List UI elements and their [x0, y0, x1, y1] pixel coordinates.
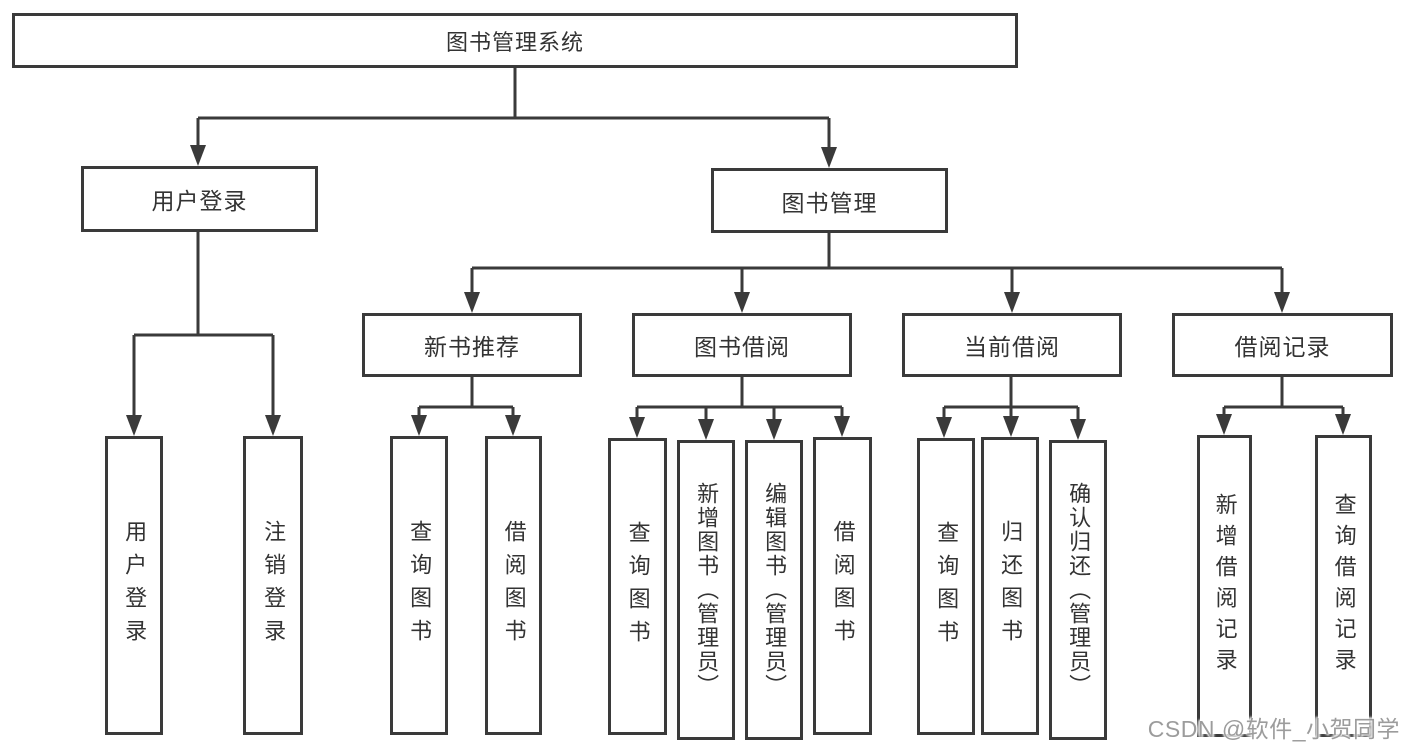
node-user-login: 用户登录	[81, 166, 318, 232]
connector-book-borrow	[629, 377, 850, 440]
node-book-manage-label: 图书管理	[781, 189, 878, 216]
watermark: CSDN @软件_小贺同学	[1147, 716, 1400, 742]
leaf-return-book-label: 归还图书	[998, 520, 1024, 652]
leaf-confirm-return-admin-label: 确认归还（管理员）	[1066, 482, 1092, 698]
leaf-user-login-label: 用户登录	[122, 519, 148, 652]
leaf-borrow-book-recommend: 借阅图书	[485, 436, 542, 735]
node-book-borrow-label: 图书借阅	[694, 334, 790, 360]
leaf-query-book-current-label: 查询图书	[934, 520, 960, 653]
leaf-edit-book-admin-label: 编辑图书（管理员）	[762, 482, 788, 698]
connector-root	[190, 68, 837, 168]
leaf-edit-book-admin: 编辑图书（管理员）	[745, 440, 803, 740]
node-system: 图书管理系统	[12, 13, 1018, 68]
leaf-query-book-current: 查询图书	[917, 438, 975, 735]
node-borrow-record: 借阅记录	[1172, 313, 1393, 377]
leaf-add-borrow-record: 新增借阅记录	[1197, 435, 1252, 737]
node-current-borrow-label: 当前借阅	[964, 334, 1060, 360]
leaf-query-book-borrow-label: 查询图书	[625, 520, 651, 653]
leaf-query-book-borrow: 查询图书	[608, 438, 667, 735]
connector-new-book	[411, 377, 521, 436]
connector-current-borrow	[936, 377, 1086, 440]
leaf-query-borrow-record: 查询借阅记录	[1315, 435, 1372, 737]
node-current-borrow: 当前借阅	[902, 313, 1122, 377]
node-user-login-label: 用户登录	[151, 188, 248, 214]
leaf-logout-label: 注销登录	[261, 519, 287, 652]
leaf-borrow-book: 借阅图书	[813, 437, 872, 735]
node-borrow-record-label: 借阅记录	[1234, 334, 1331, 360]
leaf-add-book-admin: 新增图书（管理员）	[677, 440, 735, 740]
connector-user-login	[126, 232, 281, 436]
leaf-borrow-book-recommend-label: 借阅图书	[501, 519, 527, 652]
node-new-book-recommend-label: 新书推荐	[424, 334, 520, 360]
connector-book-manage	[464, 233, 1290, 313]
leaf-query-book-recommend-label: 查询图书	[407, 519, 433, 652]
leaf-return-book: 归还图书	[981, 437, 1039, 735]
node-book-borrow: 图书借阅	[632, 313, 852, 377]
leaf-confirm-return-admin: 确认归还（管理员）	[1049, 440, 1107, 740]
leaf-add-book-admin-label: 新增图书（管理员）	[694, 482, 720, 698]
leaf-logout: 注销登录	[243, 436, 303, 735]
node-system-label: 图书管理系统	[445, 29, 584, 55]
leaf-query-borrow-record-label: 查询借阅记录	[1331, 493, 1357, 679]
leaf-query-book-recommend: 查询图书	[390, 436, 448, 735]
connector-borrow-record	[1216, 377, 1351, 435]
leaf-user-login: 用户登录	[105, 436, 163, 735]
node-book-manage: 图书管理	[711, 168, 948, 233]
node-new-book-recommend: 新书推荐	[362, 313, 582, 377]
leaf-add-borrow-record-label: 新增借阅记录	[1212, 493, 1238, 679]
leaf-borrow-book-label: 借阅图书	[830, 520, 856, 652]
